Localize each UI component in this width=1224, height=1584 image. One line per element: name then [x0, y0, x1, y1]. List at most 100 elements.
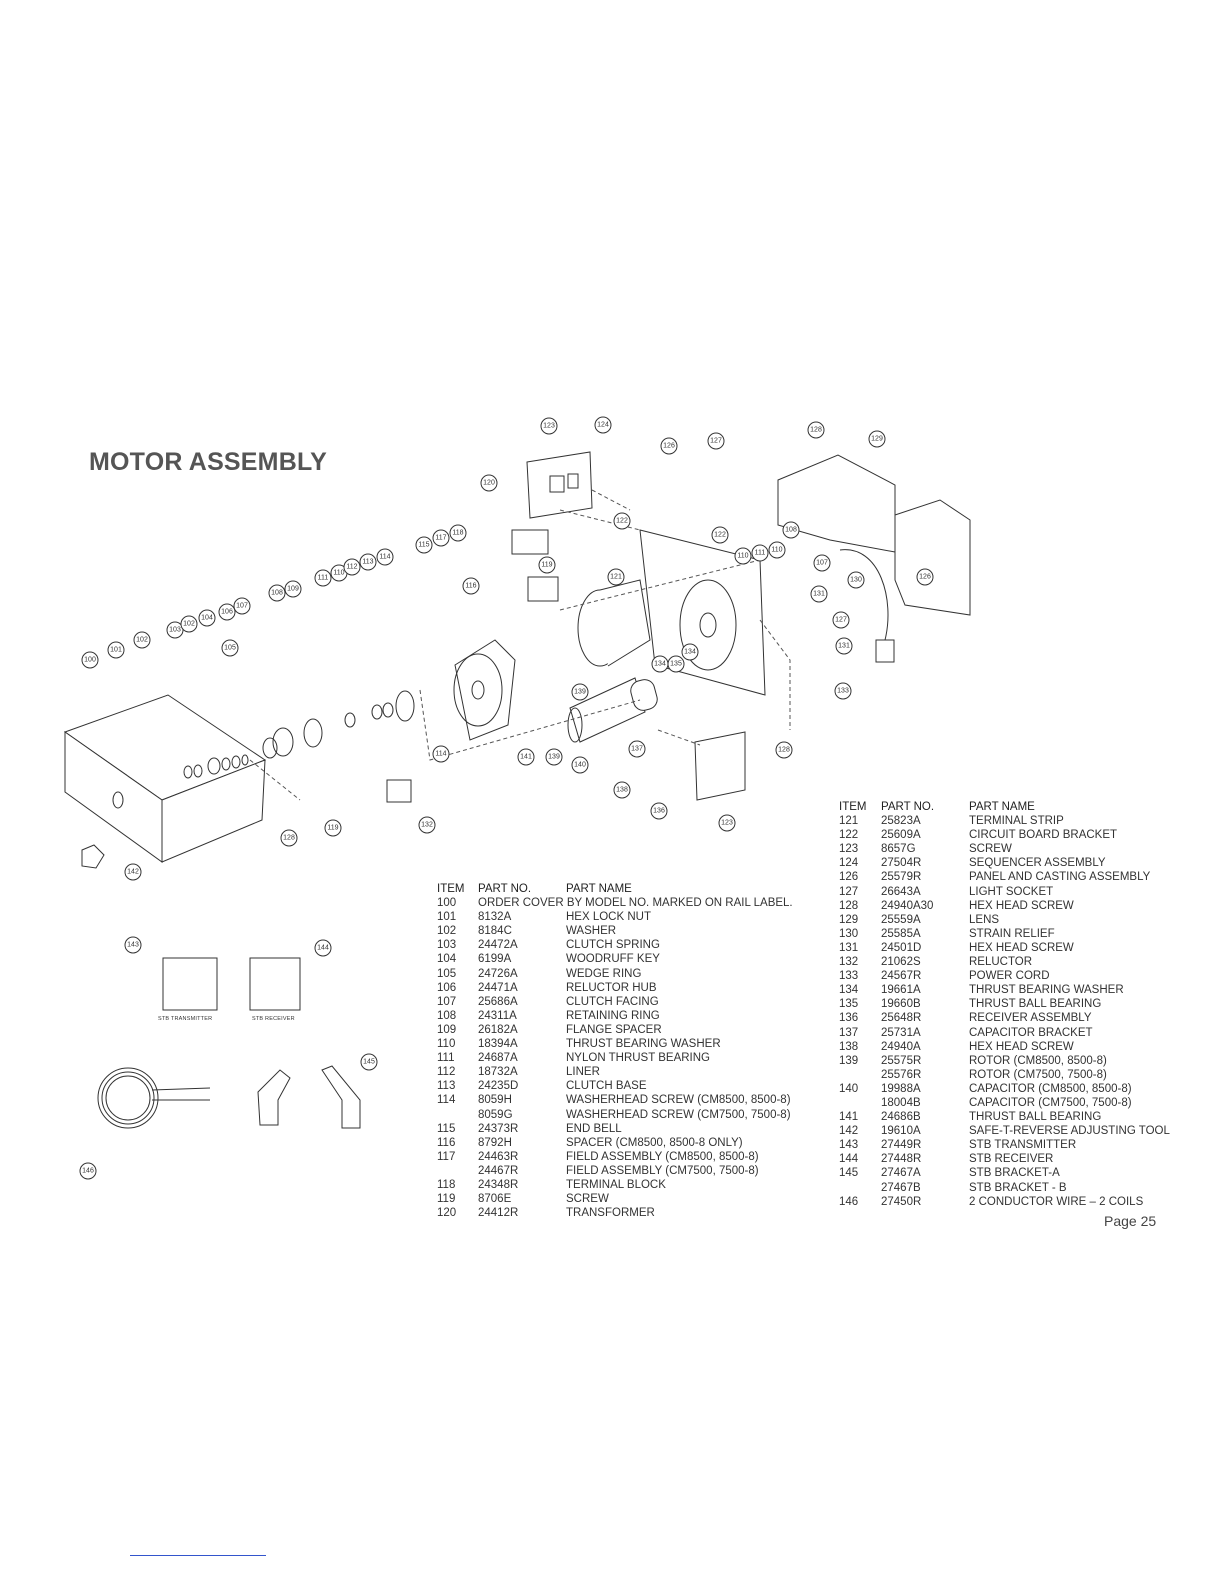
callout-balloon: 114 [376, 548, 394, 566]
callout-number: 113 [362, 559, 373, 566]
header-part-no: PART NO. [478, 883, 532, 895]
callout-number: 123 [721, 820, 733, 827]
callout-balloon: 128 [280, 829, 298, 847]
callout-number: 100 [84, 657, 96, 664]
part-name: END BELL [566, 1122, 622, 1135]
callout-balloon: 106 [218, 603, 236, 621]
item-number: 121 [839, 815, 859, 828]
part-name: 2 CONDUCTOR WIRE – 2 COILS [969, 1195, 1144, 1208]
item-number: 113 [437, 1080, 456, 1093]
callout-balloon: 107 [813, 554, 831, 572]
part-name: POWER CORD [969, 970, 1050, 983]
callout-number: 114 [435, 751, 446, 758]
part-name: FIELD ASSEMBLY (CM8500, 8500-8) [566, 1150, 759, 1163]
item-number: 102 [437, 925, 457, 938]
part-number: 24412R [478, 1207, 519, 1220]
item-number: 108 [437, 1009, 457, 1022]
callout-number: 102 [183, 621, 195, 628]
part-number: 8792H [478, 1136, 512, 1149]
item-number: 134 [839, 984, 859, 997]
part-name: ROTOR (CM8500, 8500-8) [969, 1054, 1107, 1067]
part-name: WASHERHEAD SCREW (CM7500, 7500-8) [566, 1108, 791, 1121]
item-number: 124 [839, 857, 859, 870]
callout-balloon: 146 [79, 1162, 97, 1180]
part-number: 24726A [478, 967, 518, 980]
callout-balloon: 137 [628, 740, 646, 758]
callout-number: 111 [318, 575, 329, 582]
callout-number: 128 [810, 427, 822, 434]
item-number: 127 [839, 885, 859, 898]
item-number: 112 [437, 1066, 456, 1079]
adjusting-tool [81, 844, 105, 869]
part-number: 24373R [478, 1122, 519, 1135]
part-number: 27504R [881, 857, 922, 870]
callout-balloon: 142 [124, 863, 142, 881]
callout-balloon: 126 [916, 568, 934, 586]
item-number: 118 [437, 1178, 456, 1191]
callout-number: 133 [837, 688, 849, 695]
callout-number: 103 [169, 627, 181, 634]
part-number: 8059H [478, 1094, 512, 1107]
callout-number: 107 [236, 603, 248, 610]
callout-number: 137 [631, 746, 643, 753]
callout-number: 114 [379, 554, 390, 561]
item-number: 129 [839, 913, 859, 926]
part-name: WOODRUFF KEY [566, 953, 660, 966]
callout-number: 146 [82, 1168, 94, 1175]
callout-balloon: 139 [545, 748, 563, 766]
stb-receiver-label: STB RECEIVER [252, 1016, 295, 1022]
item-number: 119 [437, 1193, 456, 1206]
callout-balloon: 101 [107, 641, 125, 659]
item-number: 142 [839, 1125, 859, 1138]
part-name: THRUST BEARING WASHER [566, 1038, 721, 1051]
callout-balloon: 141 [517, 748, 535, 766]
part-number: 8059G [478, 1108, 513, 1121]
header-part-name: PART NAME [566, 883, 632, 895]
part-number: 25585A [881, 927, 921, 940]
part-name: RELUCTOR HUB [566, 981, 657, 994]
part-number: 25609A [881, 829, 921, 842]
callout-balloon: 105 [221, 639, 239, 657]
part-name: STB BRACKET - B [969, 1181, 1067, 1194]
callout-balloon: 109 [284, 580, 302, 598]
callout-number: 134 [684, 649, 696, 656]
callout-number: 139 [548, 754, 560, 761]
callout-balloon: 117 [432, 529, 450, 547]
callout-number: 138 [616, 787, 628, 794]
callout-balloon: 128 [775, 741, 793, 759]
part-number: 27450R [881, 1195, 922, 1208]
rotor [567, 677, 646, 743]
part-name: THRUST BEARING WASHER [969, 984, 1124, 997]
part-number: 25731A [881, 1026, 921, 1039]
part-name: CLUTCH BASE [566, 1080, 647, 1093]
callout-balloon: 107 [233, 597, 251, 615]
part-number: 25559A [881, 913, 921, 926]
callout-number: 111 [755, 550, 766, 557]
item-number: 140 [839, 1082, 859, 1095]
item-number: 110 [437, 1038, 456, 1051]
part-name: LINER [566, 1066, 600, 1079]
callout-number: 118 [452, 530, 463, 537]
part-number: 24311A [478, 1009, 517, 1022]
part-name: RECEIVER ASSEMBLY [969, 1012, 1092, 1025]
note-item: 100 [437, 897, 457, 910]
callout-balloon: 134 [651, 655, 669, 673]
end-bell [453, 639, 516, 741]
callout-number: 136 [653, 808, 665, 815]
circuit-board [526, 451, 593, 519]
part-name: SCREW [566, 1193, 609, 1206]
item-number: 106 [437, 981, 457, 994]
part-number: 24686B [881, 1111, 921, 1124]
item-number: 122 [839, 829, 859, 842]
callout-number: 110 [333, 570, 344, 577]
part-number: 25576R [881, 1068, 922, 1081]
part-number: 27448R [881, 1153, 922, 1166]
part-name: HEX HEAD SCREW [969, 899, 1074, 912]
part-number: 19661A [881, 984, 921, 997]
callout-balloon: 138 [613, 781, 631, 799]
callout-balloon: 133 [834, 682, 852, 700]
callout-balloon: 104 [198, 609, 216, 627]
part-number: 6199A [478, 953, 512, 966]
part-number: 19988A [881, 1082, 921, 1095]
part-number: 24467R [478, 1164, 519, 1177]
